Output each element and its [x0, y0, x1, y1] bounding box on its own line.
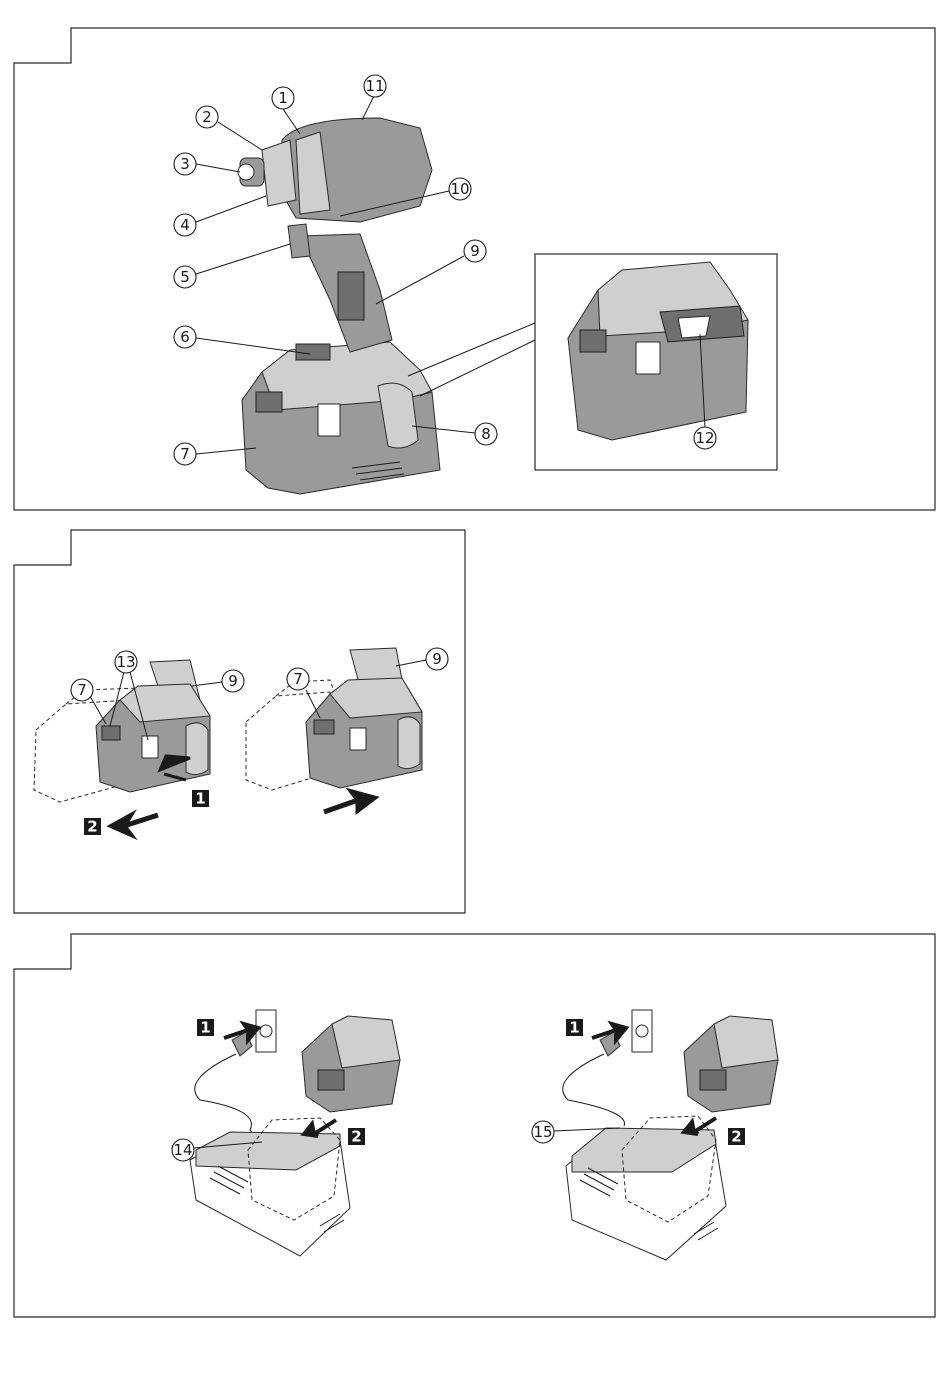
- cord-left: [195, 1054, 258, 1140]
- leader-11: [362, 96, 374, 120]
- callout-6-label: 6: [180, 328, 190, 346]
- callout-3-label: 3: [180, 155, 190, 173]
- battery-insertion-illustration: [246, 648, 422, 812]
- figure-1-frame: [14, 28, 935, 510]
- grip-texture: [338, 272, 364, 320]
- figure-3-frame: [14, 934, 935, 1317]
- step-1-label: 1: [195, 790, 205, 808]
- battery-right-latch: [350, 728, 366, 750]
- inset-slot: [678, 316, 710, 338]
- callout-1-label: 1: [278, 89, 288, 107]
- step-1-right-label: 1: [569, 1019, 579, 1037]
- leader-4: [196, 196, 266, 222]
- battery-charge-left-top: [332, 1016, 400, 1068]
- step-2-label: 2: [87, 818, 97, 836]
- pull-arrow: [112, 815, 158, 834]
- figure-3: 14 15 1 2 1 2: [14, 934, 935, 1317]
- callout-9-left-label: 9: [228, 672, 238, 690]
- leader-7-left: [90, 696, 106, 724]
- callout-9-right-label: 9: [432, 650, 442, 668]
- battery-right-hook: [398, 717, 420, 769]
- inset-battery-latch: [636, 342, 660, 374]
- trigger-switch: [288, 224, 310, 258]
- outlet-left-socket: [260, 1025, 272, 1037]
- leader-6: [196, 338, 310, 354]
- battery-left-indicator: [102, 726, 120, 740]
- battery-left-hook: [186, 723, 208, 775]
- cord-right: [563, 1054, 625, 1126]
- callout-14-label: 14: [173, 1141, 192, 1159]
- callout-2-label: 2: [202, 108, 212, 126]
- callout-7-right-label: 7: [293, 670, 303, 688]
- impact-driver-illustration: [238, 118, 440, 494]
- callout-7-left-label: 7: [77, 681, 87, 699]
- callout-7-label: 7: [180, 445, 190, 463]
- leader-3: [196, 164, 240, 172]
- battery-right-indicator: [314, 720, 334, 734]
- inset-battery-indicator: [580, 330, 606, 352]
- callout-13-label: 13: [116, 653, 135, 671]
- battery-detail-inset: [408, 254, 777, 470]
- battery-indicator: [256, 392, 282, 412]
- callout-11-label: 11: [365, 77, 384, 95]
- callout-10-label: 10: [450, 180, 469, 198]
- battery-latch: [318, 404, 340, 436]
- callout-9-label: 9: [470, 242, 480, 260]
- leader-2: [218, 122, 262, 150]
- callout-15-label: 15: [533, 1123, 552, 1141]
- charger-left-illustration: [190, 1010, 400, 1256]
- figure-2: 13 7 9 7 9 1 2: [14, 530, 465, 913]
- leader-9: [376, 256, 464, 304]
- bit-hole: [238, 164, 254, 180]
- hammer-case: [262, 140, 296, 206]
- leader-5: [196, 244, 290, 274]
- battery-removal-illustration: [34, 660, 210, 834]
- callout-4-label: 4: [180, 216, 190, 234]
- control-panel: [296, 344, 330, 360]
- battery-charge-right-indicator: [700, 1070, 726, 1090]
- step-1-left-label: 1: [200, 1019, 210, 1037]
- outlet-right-socket: [636, 1025, 648, 1037]
- battery-charge-left-indicator: [318, 1070, 344, 1090]
- callout-12-label: 12: [695, 429, 714, 447]
- insert-arrow: [324, 792, 374, 812]
- step-2-right-label: 2: [731, 1128, 741, 1146]
- callout-8-label: 8: [481, 425, 491, 443]
- battery-left-latch: [142, 736, 158, 758]
- callout-5-label: 5: [180, 268, 190, 286]
- leader-1: [283, 109, 300, 134]
- leader-9-right: [396, 660, 426, 666]
- battery-charge-right-top: [714, 1016, 778, 1068]
- charger-right-illustration: [563, 1010, 778, 1260]
- figure-1: 1 2 3 4 5 6 7 8 9: [14, 28, 935, 510]
- step-2-left-label: 2: [351, 1128, 361, 1146]
